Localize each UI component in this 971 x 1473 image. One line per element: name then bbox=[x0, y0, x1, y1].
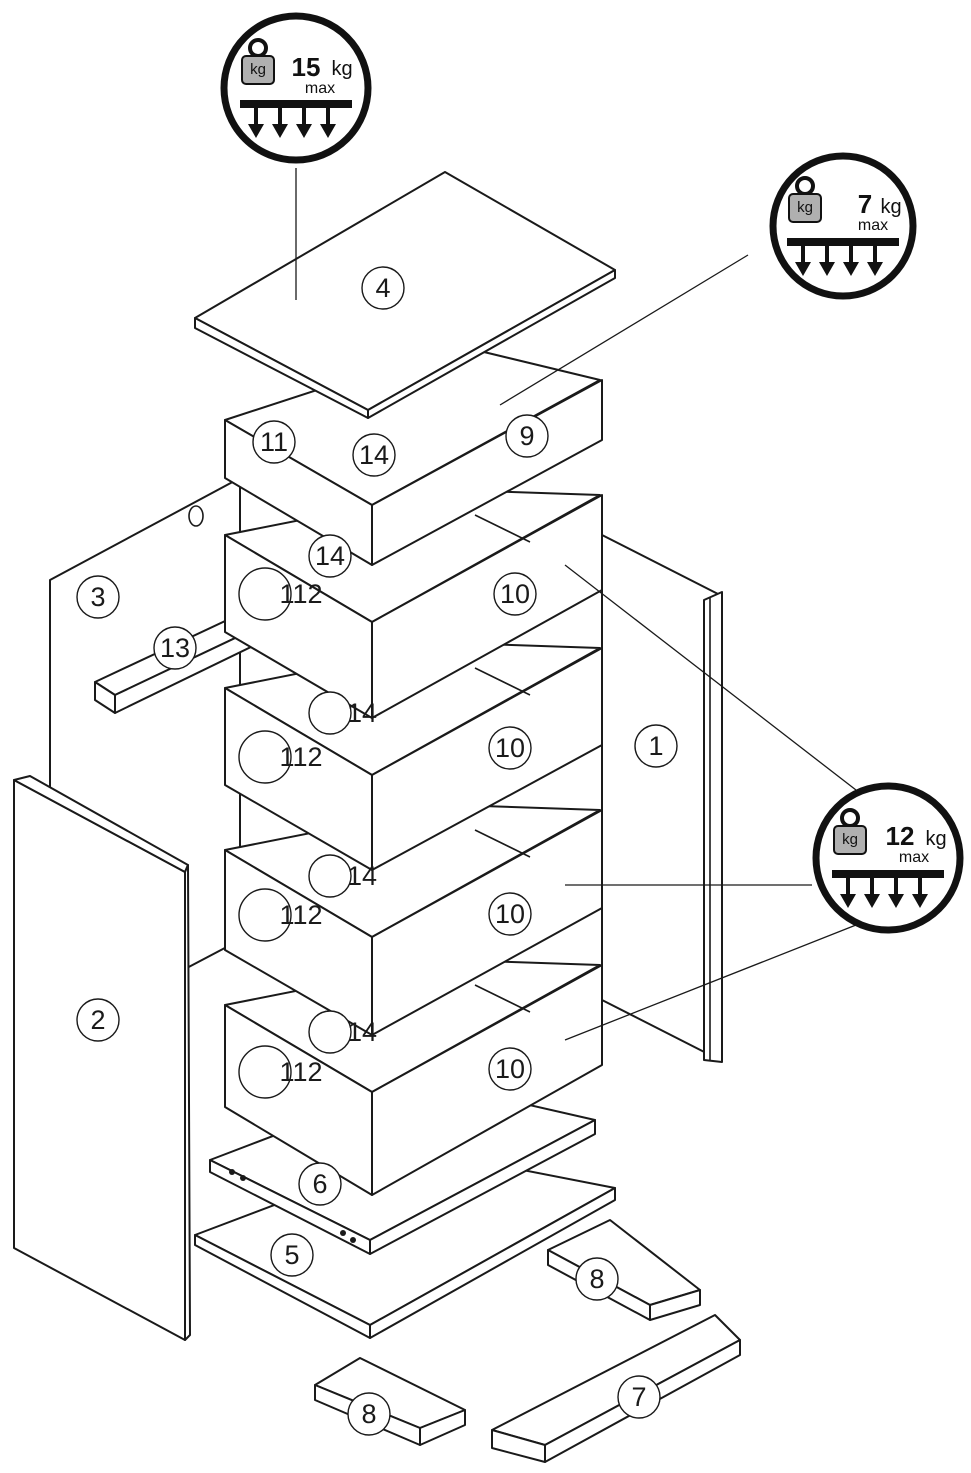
part-callouts: 1 2 3 4 5 6 7 8 8 9 10 10 10 10 11 112 1… bbox=[76, 266, 678, 1436]
callout-1: 1 bbox=[634, 724, 678, 768]
load-arrows-icon bbox=[240, 100, 352, 138]
weight-max-label: max bbox=[899, 849, 929, 866]
weight-icon: kg bbox=[241, 38, 275, 85]
weight-unit: kg bbox=[331, 58, 352, 80]
callout-5: 5 bbox=[270, 1233, 314, 1277]
weight-max-label: max bbox=[305, 80, 335, 97]
svg-text:5: 5 bbox=[284, 1240, 299, 1270]
svg-text:8: 8 bbox=[361, 1399, 376, 1429]
svg-text:kg: kg bbox=[842, 831, 858, 848]
weight-icon: kg bbox=[833, 808, 867, 855]
svg-text:10: 10 bbox=[495, 899, 525, 929]
leader-lines bbox=[295, 168, 857, 1041]
callout-10-b: 10 bbox=[488, 726, 532, 770]
svg-text:10: 10 bbox=[495, 733, 525, 763]
svg-text:6: 6 bbox=[312, 1169, 327, 1199]
svg-text:4: 4 bbox=[375, 273, 390, 303]
callout-14-a: 14 bbox=[352, 433, 396, 477]
callout-112-c: 112 bbox=[238, 888, 323, 942]
svg-text:14: 14 bbox=[347, 1017, 377, 1047]
svg-text:11: 11 bbox=[260, 427, 288, 457]
callout-3: 3 bbox=[76, 575, 120, 619]
load-arrows-icon bbox=[787, 238, 899, 276]
callout-112-a: 112 bbox=[238, 567, 323, 621]
callout-4: 4 bbox=[361, 266, 405, 310]
weight-badge-12kg: kg 12 kg max bbox=[812, 782, 964, 934]
base-panel-5 bbox=[194, 1149, 616, 1339]
weight-badge-7kg: kg 7 kg max bbox=[769, 152, 917, 300]
svg-text:1: 1 bbox=[648, 731, 663, 761]
svg-text:10: 10 bbox=[500, 579, 530, 609]
weight-unit: kg bbox=[880, 196, 901, 218]
callout-14-e: 14 bbox=[308, 1010, 377, 1054]
svg-text:kg: kg bbox=[797, 199, 813, 216]
foot-8-right bbox=[547, 1219, 701, 1321]
callout-8-right: 8 bbox=[575, 1257, 619, 1301]
weight-value: 15 bbox=[292, 52, 321, 82]
svg-text:2: 2 bbox=[90, 1005, 105, 1035]
svg-text:8: 8 bbox=[589, 1264, 604, 1294]
svg-text:14: 14 bbox=[359, 440, 389, 470]
callout-11: 11 bbox=[252, 420, 296, 464]
panel-1 bbox=[601, 534, 723, 1063]
svg-text:112: 112 bbox=[279, 742, 322, 772]
svg-text:13: 13 bbox=[160, 633, 190, 663]
svg-text:7: 7 bbox=[631, 1382, 646, 1412]
load-arrows-icon bbox=[832, 870, 944, 908]
callout-14-d: 14 bbox=[308, 854, 377, 898]
callout-8-left: 8 bbox=[347, 1392, 391, 1436]
plinth-7 bbox=[491, 1314, 741, 1463]
svg-text:112: 112 bbox=[279, 900, 322, 930]
panel-2 bbox=[13, 775, 191, 1341]
foot-8-left bbox=[314, 1357, 466, 1446]
weight-value: 7 bbox=[858, 189, 872, 219]
svg-text:112: 112 bbox=[279, 579, 322, 609]
callout-13: 13 bbox=[153, 626, 197, 670]
callout-7: 7 bbox=[617, 1375, 661, 1419]
callout-9: 9 bbox=[505, 414, 549, 458]
svg-text:10: 10 bbox=[495, 1054, 525, 1084]
weight-badge-15kg: kg 15 kg max bbox=[220, 12, 372, 164]
svg-text:112: 112 bbox=[279, 1057, 322, 1087]
callout-10-d: 10 bbox=[488, 1047, 532, 1091]
callout-112-b: 112 bbox=[238, 730, 323, 784]
weight-icon: kg bbox=[788, 176, 822, 223]
callout-10-c: 10 bbox=[488, 892, 532, 936]
weight-max-label: max bbox=[858, 217, 888, 234]
svg-text:14: 14 bbox=[347, 861, 377, 891]
callout-2: 2 bbox=[76, 998, 120, 1042]
weight-unit: kg bbox=[925, 828, 946, 850]
callout-14-b: 14 bbox=[308, 534, 352, 578]
callout-6: 6 bbox=[298, 1162, 342, 1206]
top-panel-4 bbox=[194, 171, 616, 419]
svg-text:14: 14 bbox=[315, 541, 345, 571]
weight-value: 12 bbox=[886, 821, 915, 851]
callout-14-c: 14 bbox=[308, 691, 377, 735]
callout-112-d: 112 bbox=[238, 1045, 323, 1099]
svg-text:kg: kg bbox=[250, 61, 266, 78]
svg-text:3: 3 bbox=[90, 582, 105, 612]
callout-10-a: 10 bbox=[493, 572, 537, 616]
svg-text:14: 14 bbox=[347, 698, 377, 728]
svg-text:9: 9 bbox=[519, 421, 534, 451]
